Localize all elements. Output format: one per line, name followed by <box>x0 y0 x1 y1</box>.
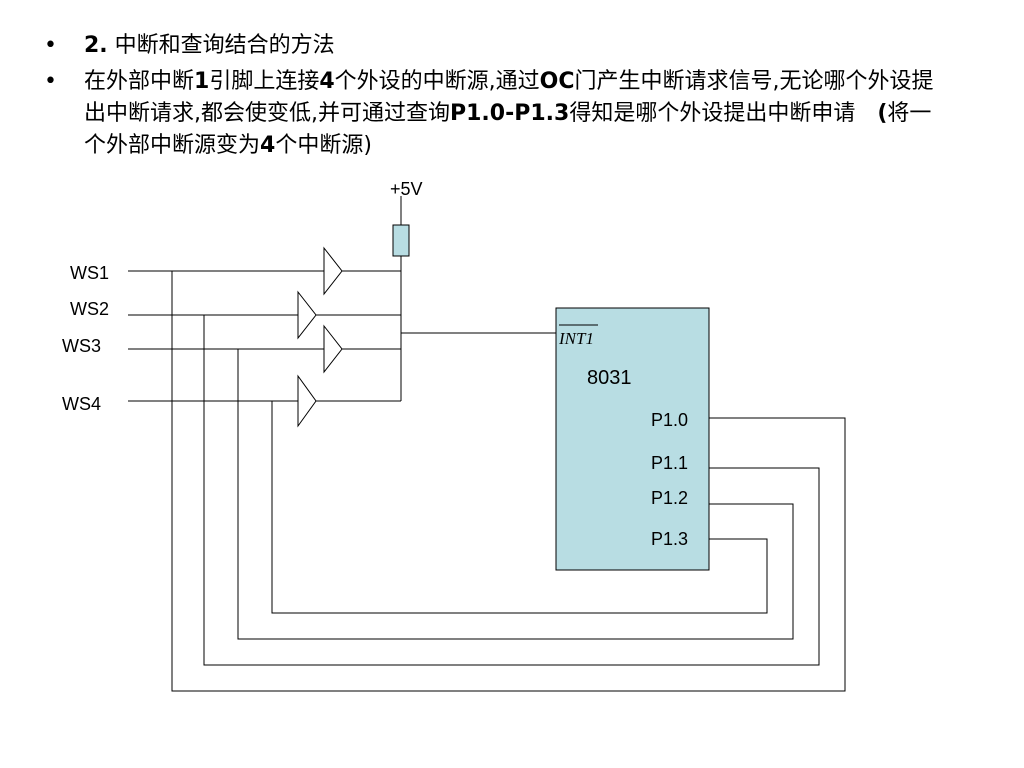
int1-pin-label: INT1 <box>558 329 594 348</box>
desc-text: 引脚上连接 <box>209 69 320 94</box>
bullet-marker: • <box>44 69 57 94</box>
oc-gate-1 <box>323 246 343 296</box>
port-label-p13: P1.3 <box>651 529 688 549</box>
desc-text: 个外设的中断源,通过 <box>334 69 540 94</box>
port-label-p10: P1.0 <box>651 410 688 430</box>
port-label-p12: P1.2 <box>651 488 688 508</box>
desc-text: 在外部中断 <box>84 69 195 94</box>
oc-gate-4 <box>297 374 317 428</box>
desc-bold: P1.0-P1.3 <box>450 101 570 126</box>
bullet-heading: • 2. 中断和查询结合的方法 <box>44 30 944 62</box>
supply-label: +5V <box>390 179 423 199</box>
p13-feedback-wire <box>271 401 768 614</box>
chip-name: 8031 <box>587 367 632 389</box>
p11-feedback-wire <box>203 315 820 666</box>
bullet-marker: • <box>44 33 57 58</box>
chip-8031 <box>555 307 710 571</box>
desc-bold: 4 <box>260 133 276 158</box>
wires <box>128 196 846 692</box>
bullet-description: • 在外部中断1引脚上连接4个外设的中断源,通过OC门产生中断请求信号,无论哪个… <box>44 66 944 162</box>
p10-feedback-wire <box>171 271 846 692</box>
desc-bold: 1 <box>194 69 210 94</box>
desc-text: 个中断源) <box>275 133 372 158</box>
desc-text: 将一个外部中断源变为 <box>84 101 932 158</box>
bullet-list: • 2. 中断和查询结合的方法 • 在外部中断1引脚上连接4个外设的中断源,通过… <box>44 30 944 162</box>
desc-bold: OC <box>539 69 575 94</box>
desc-bold: ( <box>877 101 888 126</box>
oc-gate-3 <box>323 324 343 374</box>
input-label-ws4: WS4 <box>62 394 101 414</box>
pullup-resistor <box>392 224 410 257</box>
port-label-p11: P1.1 <box>651 453 688 473</box>
heading-number: 2. <box>84 33 108 58</box>
input-label-ws2: WS2 <box>70 299 109 319</box>
oc-gate-2 <box>297 290 317 340</box>
p12-feedback-wire <box>237 349 794 640</box>
desc-text: 得知是哪个外设提出中断申请 <box>569 101 878 126</box>
input-label-ws1: WS1 <box>70 263 109 283</box>
desc-bold: 4 <box>319 69 335 94</box>
heading-text: 中断和查询结合的方法 <box>107 33 335 58</box>
desc-text: 门产生中断请求信号,无论哪个外设提出中断请求,都会使变低,并可通过查询 <box>84 69 934 126</box>
oc-gates <box>297 246 343 428</box>
input-label-ws3: WS3 <box>62 336 101 356</box>
